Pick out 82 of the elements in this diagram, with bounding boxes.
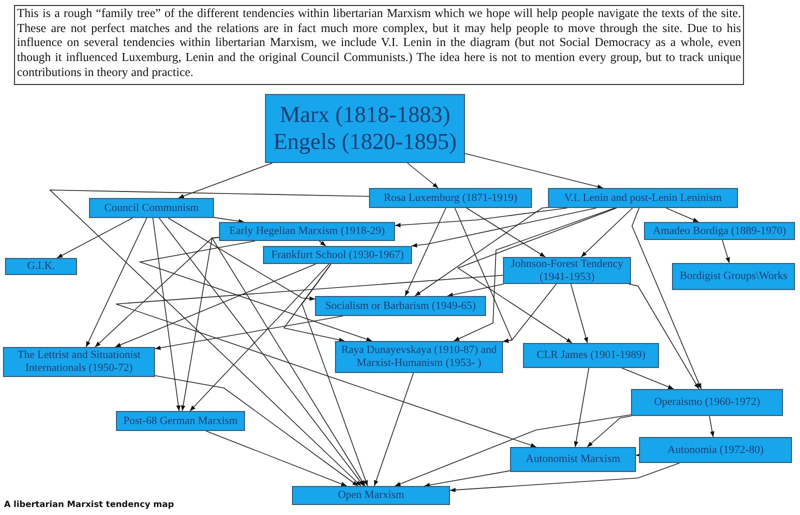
- arrow: [154, 316, 344, 350]
- arrow: [374, 372, 414, 486]
- tendency-box: [369, 188, 532, 208]
- arrow: [116, 274, 537, 448]
- arrow: [586, 416, 632, 448]
- tendency-box: [639, 437, 792, 463]
- arrow: [86, 218, 148, 348]
- tendency-box: [523, 343, 659, 368]
- intro-paragraph: This is a rough “family tree” of the different tendencies within libertarian Marxism which we hope will help people navigate the texts of the site. These are not perfect matches and the relations are in fact much more complex, but it may help people to move through the site. Due to his influence on several tendencies within libertarian Marxism, we include V.I. Lenin in the diagram (but not Social Democracy as a whole, even though it influenced Luxemburg, Lenin and the original Council Communists.) The idea here is not to mention every group, but to track unique contributions in theory and practice.: [17, 6, 741, 79]
- tendency-label: Operaismo (1960-1972): [654, 396, 760, 409]
- tendency-box: [644, 222, 795, 240]
- tendency-box: [89, 198, 214, 218]
- tendency-label: Marx (1818-1883): [280, 102, 450, 128]
- arrow: [56, 218, 134, 258]
- tendency-label: Amadeo Bordiga (1889-1970): [652, 224, 786, 238]
- tendency-label: G.I.K.: [27, 260, 55, 273]
- arrow: [158, 218, 364, 486]
- tendency-box: [263, 246, 412, 264]
- arrow: [580, 208, 633, 258]
- arrow: [318, 240, 326, 246]
- arrow: [178, 162, 273, 198]
- arrow: [628, 284, 700, 390]
- tendency-box: [548, 188, 738, 208]
- tendency-label: Bordigist Groups\Works: [680, 270, 788, 283]
- arrow: [632, 208, 702, 390]
- arrow: [464, 153, 604, 189]
- arrow: [214, 217, 245, 224]
- tendency-box: [5, 258, 77, 275]
- tendency-label: Open Marxism: [338, 489, 404, 502]
- arrow: [570, 284, 588, 344]
- arrow: [447, 284, 504, 298]
- arrow: [283, 264, 345, 342]
- arrow: [621, 368, 674, 390]
- tendency-label: Johnson-Forest Tendency (1941-1953): [510, 258, 624, 284]
- arrow: [450, 462, 680, 492]
- tendency-box: [672, 263, 795, 290]
- tendency-label: Autonomist Marxism: [526, 453, 620, 466]
- tendency-box: [265, 94, 465, 163]
- arrow: [424, 470, 510, 488]
- arrow: [394, 208, 568, 228]
- arrow: [168, 218, 316, 301]
- tendency-label: Post-68 German Marxism: [123, 414, 238, 428]
- tendency-box: [510, 447, 636, 472]
- tendency-box: [631, 389, 783, 416]
- arrow: [411, 208, 597, 248]
- arrow: [154, 375, 358, 486]
- arrow: [666, 208, 700, 222]
- tendency-label: Raya Dunayevskaya (1910-87) and Marxist-Humanism (1953- ): [340, 344, 498, 370]
- tendency-label: Frankfurt School (1930-1967): [271, 248, 404, 262]
- arrow: [138, 240, 372, 342]
- tendency-box: [116, 411, 245, 431]
- tendency-box: [292, 486, 450, 505]
- arrow: [302, 264, 368, 486]
- arrow: [206, 430, 348, 486]
- arrow: [502, 284, 557, 343]
- arrow: [466, 208, 546, 258]
- tendency-label: Rosa Luxemburg (1871-1919): [384, 192, 518, 204]
- arrow: [722, 240, 730, 264]
- arrow: [414, 207, 548, 296]
- arrow: [114, 264, 316, 348]
- tendency-label: Engels (1820-1895): [273, 128, 457, 155]
- tendency-label: Socialism or Barbarism (1949-65): [325, 300, 476, 312]
- arrow: [211, 237, 366, 486]
- arrow: [152, 218, 181, 412]
- tendency-label: Early Hegelian Marxism (1918-29): [229, 225, 385, 238]
- arrow: [190, 264, 330, 412]
- arrow: [407, 162, 439, 188]
- tendency-label: The Lettrist and Situationist Internationals (1950-72): [16, 349, 142, 375]
- tendency-label: CLR James (1901-1989): [536, 349, 646, 362]
- tendency-label: Autonomia (1972-80): [667, 444, 764, 456]
- caption: A libertarian Marxist tendency map: [4, 500, 174, 510]
- arrow: [574, 368, 590, 448]
- tendency-label: Council Communism: [104, 202, 199, 214]
- tendency-label: V.I. Lenin and post-Lenin Leninism: [564, 192, 722, 204]
- tendency-box: [219, 222, 395, 241]
- arrow: [394, 414, 632, 486]
- arrow: [709, 416, 714, 438]
- tendency-box: [335, 341, 503, 373]
- arrow: [48, 190, 370, 486]
- tendency-box: [3, 347, 155, 377]
- tendency-box: [315, 296, 486, 316]
- arrow: [404, 208, 446, 296]
